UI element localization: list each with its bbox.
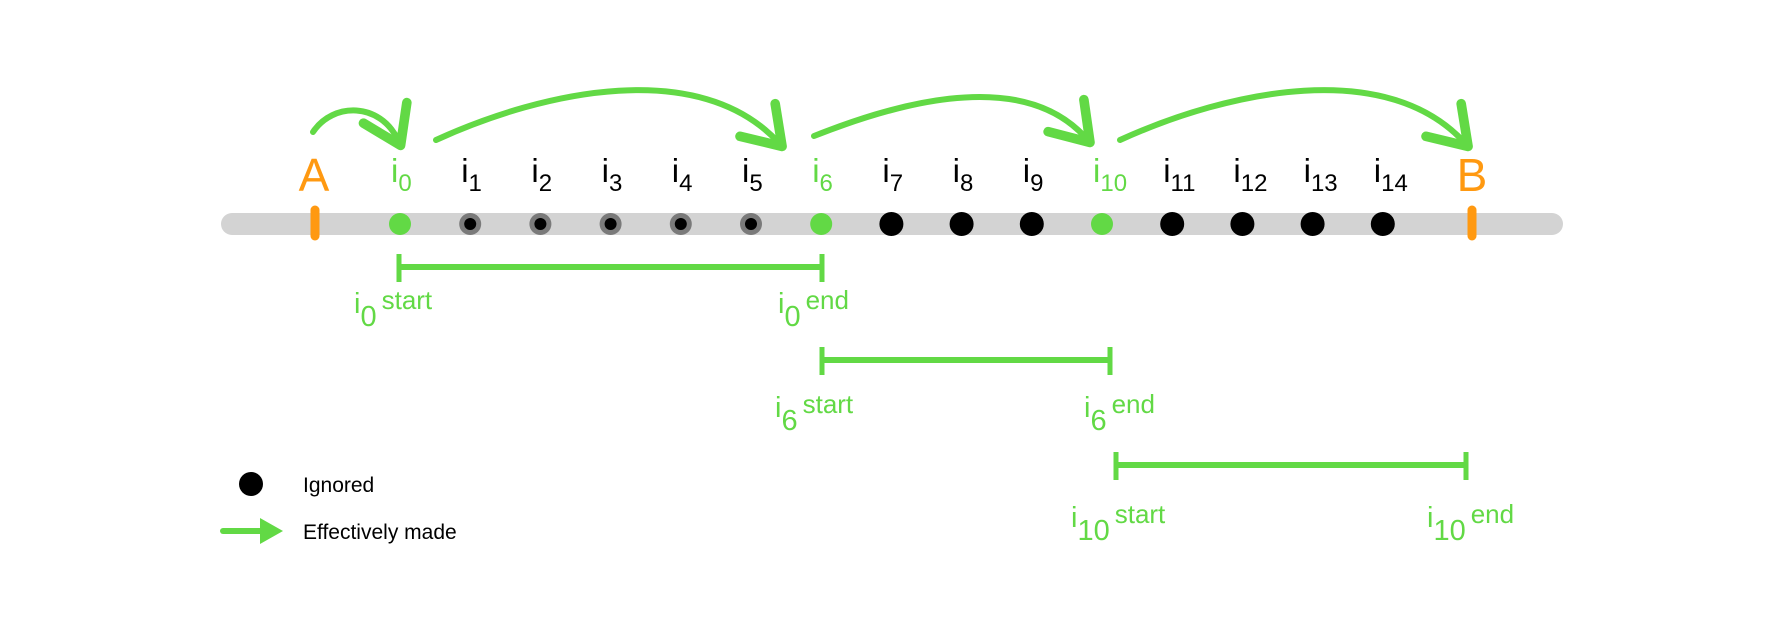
jump-arrows [310,87,1473,152]
point-made-dot [389,213,411,235]
point-label: i13 [1304,152,1338,197]
point-label: i0 [391,152,412,197]
timeline-point: i5 [740,152,763,235]
point-skipped-core [604,218,617,230]
endpoint-b-label: B [1457,149,1488,201]
point-ignored-dot [1230,212,1255,236]
range-bracket-i6: i6start i6end [775,347,1155,437]
point-skipped-core [745,218,757,230]
legend-made-arrow-head [260,518,283,544]
timeline-point: i4 [669,152,693,235]
range-bracket-i10: i10start i10end [1071,452,1514,547]
range-bracket-i0: i0start i0end [354,254,849,333]
legend-ignored-label: Ignored [303,474,374,497]
point-ignored-dot [949,212,974,236]
timeline-point: i1 [459,152,482,235]
timeline-point: i6 [810,152,833,235]
point-label: i4 [672,152,693,197]
timeline-point: i10 [1091,152,1127,235]
range-start-label: i6start [775,389,854,437]
point-made-dot [1091,213,1113,235]
point-made-dot [810,213,833,235]
range-end-label: i0end [778,285,849,333]
timeline-point: i8 [949,152,974,236]
timeline-point: i11 [1160,152,1195,236]
jump-arrow-i6-to-i10 [811,94,1095,148]
point-skipped-core [534,218,547,230]
jump-arrow-a-to-i0 [310,97,412,151]
legend-made-label: Effectively made [303,521,457,544]
point-label: i11 [1163,152,1195,197]
point-label: i12 [1233,152,1267,197]
jump-arrow-i10-to-b [1117,87,1473,152]
point-label: i1 [461,152,482,197]
point-skipped-core [464,218,477,230]
point-label: i8 [953,152,974,197]
timeline-point: i0 [389,152,412,235]
point-label: i9 [1023,152,1044,197]
range-end-label: i10end [1427,499,1514,547]
range-start-label: i10start [1071,499,1166,547]
endpoint-a-label: A [299,149,330,201]
point-label: i14 [1374,152,1408,197]
point-label: i7 [882,152,903,197]
point-label: i10 [1093,152,1127,197]
timeline-point: i9 [1019,152,1044,236]
point-ignored-dot [1019,212,1044,236]
timeline-points: i0 i1 i2 i3 i4 i5 i6 i7 i8 i9 i10 i11 i12 i13 i14 [389,152,1408,236]
timeline-point: i13 [1300,152,1338,236]
point-label: i3 [602,152,623,197]
timeline-point: i14 [1370,152,1408,236]
point-label: i2 [531,152,552,197]
point-ignored-dot [1370,212,1395,236]
point-ignored-dot [879,212,904,236]
point-skipped-core [674,218,687,230]
timeline-point: i12 [1230,152,1267,236]
timeline-point: i3 [599,152,623,235]
range-start-label: i0start [354,285,433,333]
legend: Ignored Effectively made [220,472,457,544]
point-label: i5 [742,152,763,197]
point-label: i6 [812,152,833,197]
timeline-point: i7 [879,152,904,236]
jump-arrow-i0-to-i6 [433,87,787,152]
point-ignored-dot [1300,212,1325,236]
timeline-point: i2 [529,152,552,235]
point-ignored-dot [1160,212,1185,236]
range-end-label: i6end [1084,389,1155,437]
legend-ignored-dot [239,472,263,496]
